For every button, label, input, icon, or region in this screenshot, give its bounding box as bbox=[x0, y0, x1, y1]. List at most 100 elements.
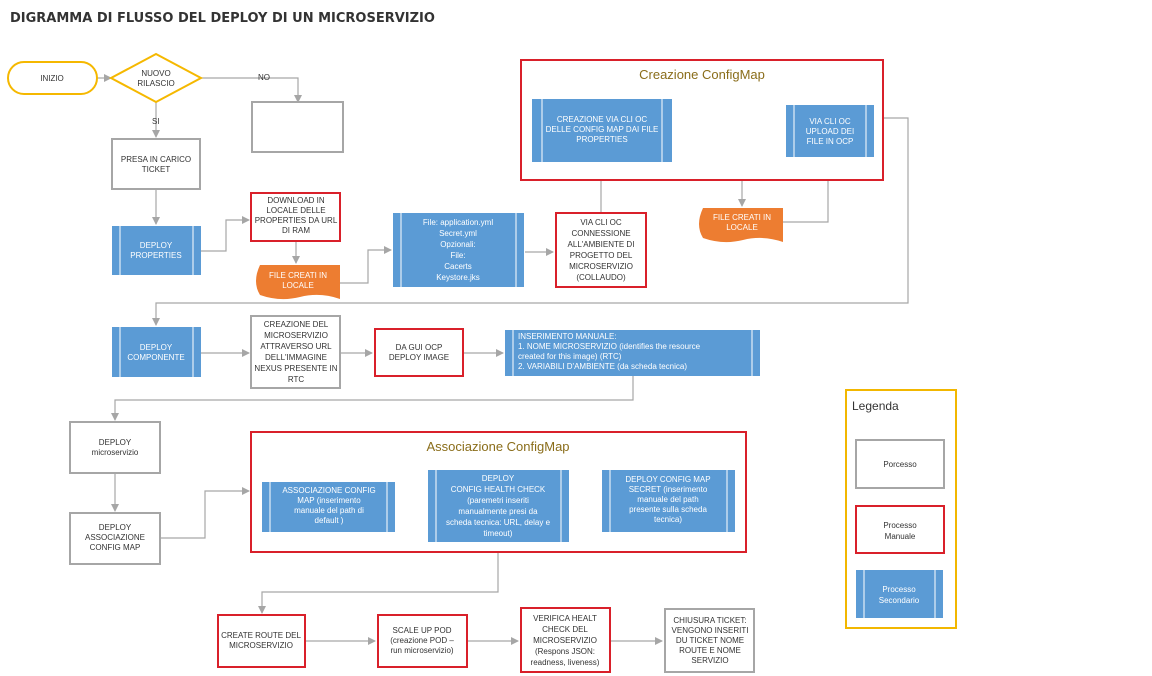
text-line: MICROSERVIZIO bbox=[533, 636, 597, 645]
svg-text:Associazione ConfigMap: Associazione ConfigMap bbox=[426, 439, 569, 454]
legend-title: Legenda bbox=[852, 399, 899, 413]
text-line: manuale del path bbox=[637, 495, 698, 504]
text-line: PROPERTIES DA URL bbox=[255, 216, 338, 225]
text-line: DA GUI OCP bbox=[396, 343, 443, 352]
text-line: ATTRAVERSO URL bbox=[260, 342, 332, 351]
text-line: tecnica) bbox=[654, 515, 682, 524]
text-line: DELLE CONFIG MAP DAI FILE bbox=[546, 125, 659, 134]
text-line: PRESA IN CARICO bbox=[121, 155, 191, 164]
arrow-file-upload bbox=[783, 162, 832, 223]
text-line: created for this image) (RTC) bbox=[518, 352, 622, 361]
text-line: (Respons JSON: bbox=[535, 647, 595, 656]
text-line: (paremetri inseriti bbox=[467, 496, 529, 505]
node-empty-process bbox=[251, 101, 344, 153]
text-line: presente sulla scheda bbox=[629, 505, 707, 514]
text-line: run microservizio) bbox=[390, 646, 453, 655]
arrow-upload-componente bbox=[152, 117, 909, 326]
label-si: SI bbox=[152, 117, 160, 126]
arrow-file-files bbox=[340, 246, 392, 284]
text-line: CREAZIONE VIA CLI OC bbox=[557, 115, 647, 124]
text-line: DI RAM bbox=[282, 226, 310, 235]
text-line: manuale del path di bbox=[294, 506, 364, 515]
text-line: Manuale bbox=[885, 532, 916, 541]
text-line: MAP (inserimento bbox=[297, 496, 361, 505]
text-line: MICROSERVIZIO bbox=[264, 331, 328, 340]
text-line: FILE IN OCP bbox=[807, 137, 854, 146]
text-line: LOCALE DELLE bbox=[266, 206, 325, 215]
node-scale-up: SCALE UP POD(creazione POD –run microser… bbox=[377, 614, 468, 668]
svg-text:INIZIO: INIZIO bbox=[40, 74, 64, 83]
text-line: FILE CREATI IN bbox=[713, 213, 771, 222]
text-line: ALL'AMBIENTE DI bbox=[568, 240, 635, 249]
text-line: COMPONENTE bbox=[127, 353, 184, 362]
text-line: VERIFICA HEALT bbox=[533, 614, 597, 623]
text-line: VIA CLI OC bbox=[580, 218, 622, 227]
text-line: TICKET bbox=[142, 165, 171, 174]
arrow-no bbox=[201, 77, 302, 103]
text-line: LOCALE bbox=[282, 281, 314, 290]
legend-processo-swatch bbox=[855, 439, 945, 489]
node-inizio: INIZIO bbox=[7, 61, 98, 95]
legend-manuale-swatch bbox=[855, 505, 945, 554]
text-line: Secondario bbox=[879, 596, 920, 605]
text-line: ASSOCIAZIONE CONFIG bbox=[282, 486, 375, 495]
text-line: SCALE UP POD bbox=[393, 626, 452, 635]
text-line: ROUTE E NOME bbox=[679, 646, 741, 655]
text-line: scheda tecnica: URL, delay e bbox=[446, 518, 551, 527]
text-line: MICROSERVIZIO bbox=[229, 641, 293, 650]
text-line: LOCALE bbox=[726, 223, 758, 232]
diagram-title: DIGRAMMA DI FLUSSO DEL DEPLOY DI UN MICR… bbox=[10, 11, 435, 26]
arrow-deploy-download bbox=[201, 216, 250, 252]
svg-text:INSERIMENTO MANUALE:1. NOME MI: INSERIMENTO MANUALE:1. NOME MICROSERVIZI… bbox=[518, 332, 701, 371]
text-line: CHIUSURA TICKET: bbox=[673, 616, 746, 625]
text-line: Processo bbox=[883, 521, 917, 530]
text-line: DEPLOY bbox=[482, 474, 515, 483]
text-line: File: application.yml bbox=[423, 218, 493, 227]
text-line: INSERIMENTO MANUALE: bbox=[518, 332, 617, 341]
text-line: NUOVO bbox=[141, 69, 170, 78]
text-line: NEXUS PRESENTE IN bbox=[254, 364, 337, 373]
text-line: Secret.yml bbox=[439, 229, 477, 238]
label-no: NO bbox=[258, 73, 270, 82]
text-line: DEPLOY bbox=[99, 438, 132, 447]
text-line: readness, liveness) bbox=[531, 658, 600, 667]
text-line: DEPLOY IMAGE bbox=[389, 353, 449, 362]
